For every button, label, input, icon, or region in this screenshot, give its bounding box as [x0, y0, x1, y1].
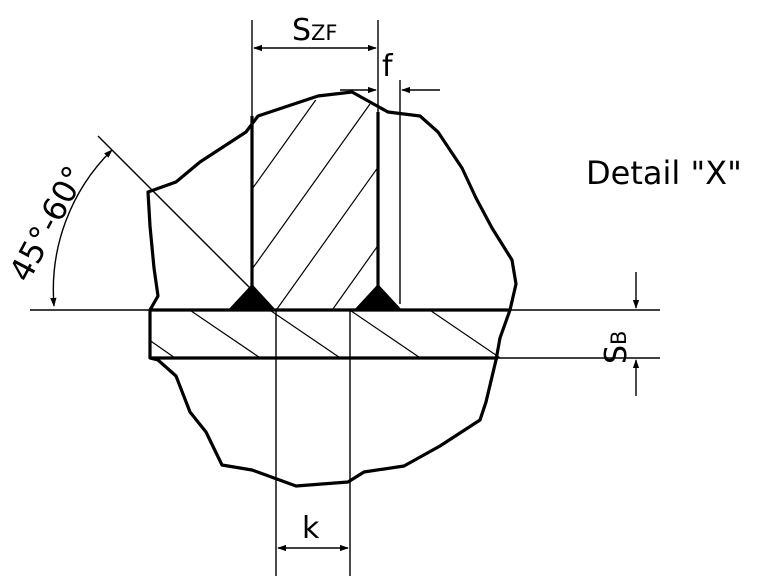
sb-dimension: SB	[599, 272, 640, 396]
szf-label: SZF	[292, 13, 338, 48]
f-dimension: f	[340, 49, 440, 304]
k-label: k	[302, 511, 320, 546]
rib-plate	[250, 100, 380, 310]
plate-hatching	[150, 310, 500, 358]
break-outline	[146, 90, 518, 488]
base-plate	[150, 308, 510, 360]
szf-dimension: SZF	[251, 13, 379, 116]
sb-label: SB	[599, 331, 634, 364]
weld-left	[228, 284, 276, 310]
f-label: f	[382, 49, 394, 84]
k-dimension: k	[275, 310, 351, 576]
angle-dimension: 45°-60°	[2, 135, 251, 307]
rib-hatching	[252, 100, 378, 310]
detail-title: Detail "X"	[586, 154, 742, 192]
angle-label: 45°-60°	[2, 160, 94, 288]
weld-right	[354, 284, 402, 310]
